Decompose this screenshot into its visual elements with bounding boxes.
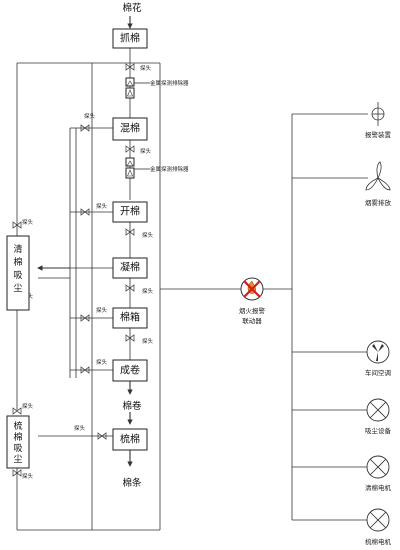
svg-text:棉箱: 棉箱 [120,311,140,324]
svg-text:混棉: 混棉 [120,122,140,135]
fire-alarm-label-2: 联动器 [242,316,262,325]
carding-motor-icon [366,508,390,532]
svg-text:探头: 探头 [84,112,96,120]
svg-text:棉: 棉 [13,256,22,268]
svg-text:探头: 探头 [140,147,152,155]
lap-output-label: 棉卷 [122,400,142,412]
metal-detector-2: 金属探测排除器 [125,157,189,179]
svg-text:尘: 尘 [13,283,22,294]
suction-branches [70,127,115,371]
machine-opening: 开棉 [112,201,148,223]
svg-text:清: 清 [13,243,22,255]
smoke-exhaust-label: 烟雾排放 [365,198,392,207]
svg-text:梳: 梳 [13,420,22,432]
ac-unit-label: 车间空调 [365,368,391,377]
svg-text:探头: 探头 [22,402,34,410]
svg-text:成卷: 成卷 [120,364,140,377]
carding-motor-label: 梳棉电机 [365,537,392,546]
alarm-device-icon [371,102,385,126]
svg-text:探头: 探头 [96,306,108,314]
input-label: 棉花 [122,2,142,14]
fire-alarm-label-1: 烟火报警 [239,306,266,315]
svg-text:梳棉: 梳棉 [120,433,140,446]
svg-text:探头: 探头 [140,64,152,72]
metal-detector-1: 金属探测排除器 [125,77,189,99]
cleaning-motor-label: 清棉电机 [365,483,392,492]
svg-text:开棉: 开棉 [120,205,140,218]
svg-text:探头: 探头 [96,358,108,366]
sliver-output-label: 棉条 [122,477,142,489]
cleaning-dust-unit: 清 棉 吸 尘 [6,235,30,311]
carding-dust-unit: 梳 棉 吸 尘 [6,415,30,469]
svg-text:金属探测排除器: 金属探测排除器 [150,165,189,173]
machine-hopper: 棉箱 [112,307,148,329]
fire-alarm-controller-icon [240,277,264,301]
svg-text:探头: 探头 [22,472,34,480]
svg-text:吸: 吸 [13,443,22,454]
ac-unit-icon [366,340,390,364]
svg-text:探头: 探头 [142,337,154,345]
svg-text:吸: 吸 [13,270,22,281]
svg-text:探头: 探头 [142,287,154,295]
machine-carding: 梳棉 [112,428,148,451]
svg-text:棉: 棉 [13,431,22,443]
svg-text:探头: 探头 [142,231,154,239]
alarm-device-label: 报警装置 [365,130,392,139]
machine-condensing: 凝棉 [112,257,148,279]
smoke-fan-icon [365,161,391,191]
svg-text:尘: 尘 [13,454,22,465]
svg-text:探头: 探头 [22,218,34,226]
cleaning-motor-icon [366,455,390,479]
svg-text:金属探测排除器: 金属探测排除器 [150,79,189,87]
dust-equipment-label: 吸尘设备 [365,426,392,435]
svg-text:探头: 探头 [96,202,108,210]
machine-grabbing: 抓棉 [112,28,148,49]
machine-mixing: 混棉 [112,117,148,141]
svg-text:探头: 探头 [74,424,86,432]
dust-equipment-icon [366,398,390,422]
svg-text:凝棉: 凝棉 [120,261,140,274]
svg-text:抓棉: 抓棉 [120,32,140,45]
machine-lapping: 成卷 [112,359,148,382]
